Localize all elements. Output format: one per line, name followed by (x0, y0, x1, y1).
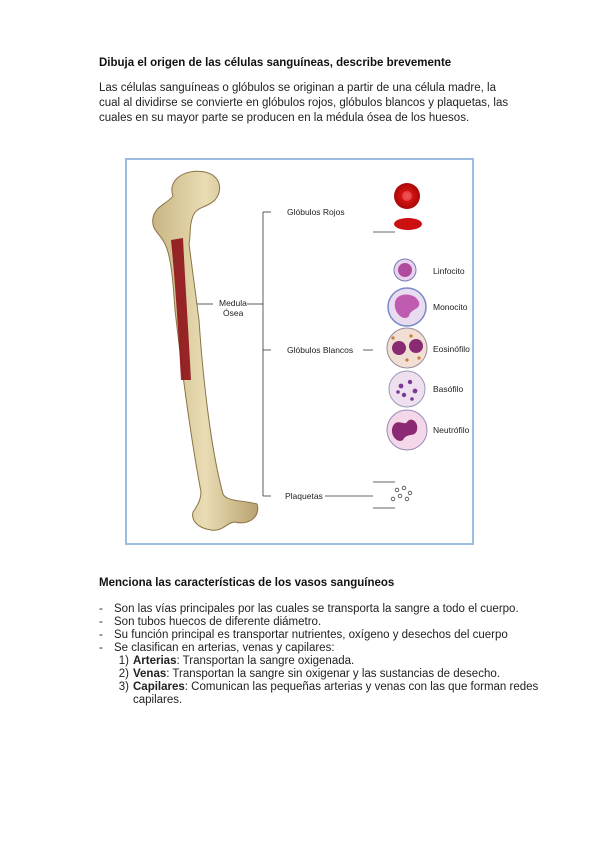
vessel-type-venas: 2)Venas: Transportan la sangre sin oxige… (118, 668, 500, 680)
linfocito-label: Linfocito (433, 266, 465, 276)
neutrofilo-label: Neutrófilo (433, 425, 470, 435)
linfocito-cell (393, 258, 417, 282)
list-item: -Son tubos huecos de diferente diámetro. (99, 616, 322, 628)
vessel-type-arterias: 1)Arterias: Transportan la sangre oxigen… (118, 655, 355, 667)
diagram-lines (197, 211, 395, 509)
red-blood-cells (394, 183, 422, 230)
vessel-type-capilares: 3)Capilares: Comunican las pequeñas arte… (118, 681, 539, 693)
vessel-characteristics-list: -Son las vías principales por las cuales… (99, 603, 538, 707)
platelets (390, 485, 413, 502)
femur-bone (152, 170, 259, 531)
vessel-type-continuation: capilares. (133, 694, 183, 706)
globulos-blancos-label: Glóbulos Blancos (287, 345, 353, 355)
eosinofilo-cell (386, 327, 428, 369)
globulos-rojos-label: Glóbulos Rojos (287, 207, 345, 217)
section1-paragraph: Las células sanguíneas o glóbulos se ori… (99, 82, 509, 124)
monocito-cell (387, 287, 427, 327)
list-item: -Son las vías principales por las cuales… (99, 603, 519, 615)
monocito-label: Monocito (433, 302, 468, 312)
blood-cell-origin-figure: Medula Ósea Glóbulos Rojos Glóbulos Blan… (125, 158, 474, 545)
eosinofilo-label: Eosinófilo (433, 344, 470, 354)
plaquetas-label: Plaquetas (285, 491, 323, 501)
figure-drawing: Medula Ósea Glóbulos Rojos Glóbulos Blan… (152, 170, 470, 531)
basofilo-cell (388, 370, 426, 408)
section2-title: Menciona las características de los vaso… (99, 577, 395, 589)
medula-label-1: Medula (219, 298, 247, 308)
list-item: -Su función principal es transportar nut… (99, 629, 508, 641)
basofilo-label: Basófilo (433, 384, 464, 394)
list-item: -Se clasifican en arterias, venas y capi… (99, 642, 335, 654)
medula-label-2: Ósea (223, 308, 244, 318)
neutrofilo-cell (386, 409, 428, 451)
section1-title: Dibuja el origen de las células sanguíne… (99, 57, 452, 69)
